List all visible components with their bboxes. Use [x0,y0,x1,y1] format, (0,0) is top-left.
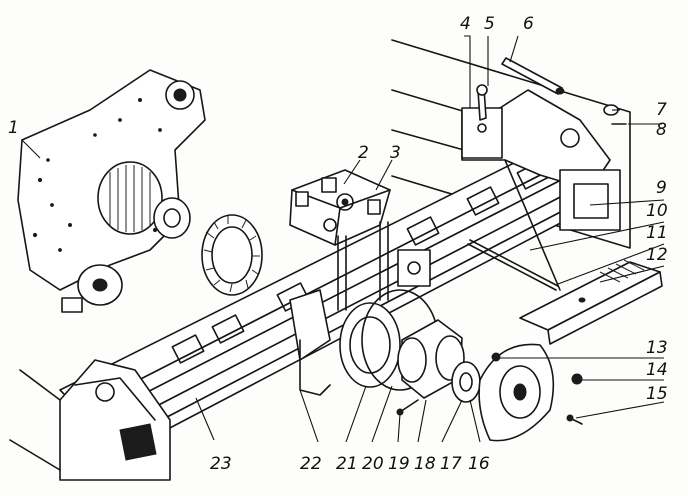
callout-22: 22 [300,454,322,474]
callout-18: 18 [414,454,436,474]
callout-2: 2 [358,143,369,163]
callout-10: 10 [646,201,668,221]
callout-19: 19 [388,454,410,474]
long-bolts-and-plate [467,159,663,345]
leader-lines [21,35,665,443]
callout-3: 3 [390,143,401,163]
callout-6: 6 [523,14,534,34]
callout-7: 7 [656,100,667,120]
callout-8: 8 [656,120,667,140]
callout-16: 16 [468,454,490,474]
callout-1: 1 [8,118,19,138]
callout-5: 5 [484,14,495,34]
toothed-ring [201,214,263,296]
callout-14: 14 [646,360,668,380]
spring-seat-block [289,169,391,311]
callout-12: 12 [646,245,668,265]
callout-4: 4 [460,14,471,34]
hub-assembly [289,249,583,442]
callout-15: 15 [646,384,668,404]
callout-23: 23 [210,454,232,474]
callout-21: 21 [336,454,358,474]
callout-9: 9 [656,178,667,198]
rear-shackle-bracket [461,57,627,231]
callout-11: 11 [646,223,668,243]
bracket-casting-1 [17,69,206,313]
lower-front-bracket [9,359,171,481]
callout-17: 17 [440,454,462,474]
callout-20: 20 [362,454,384,474]
callout-13: 13 [646,338,668,358]
